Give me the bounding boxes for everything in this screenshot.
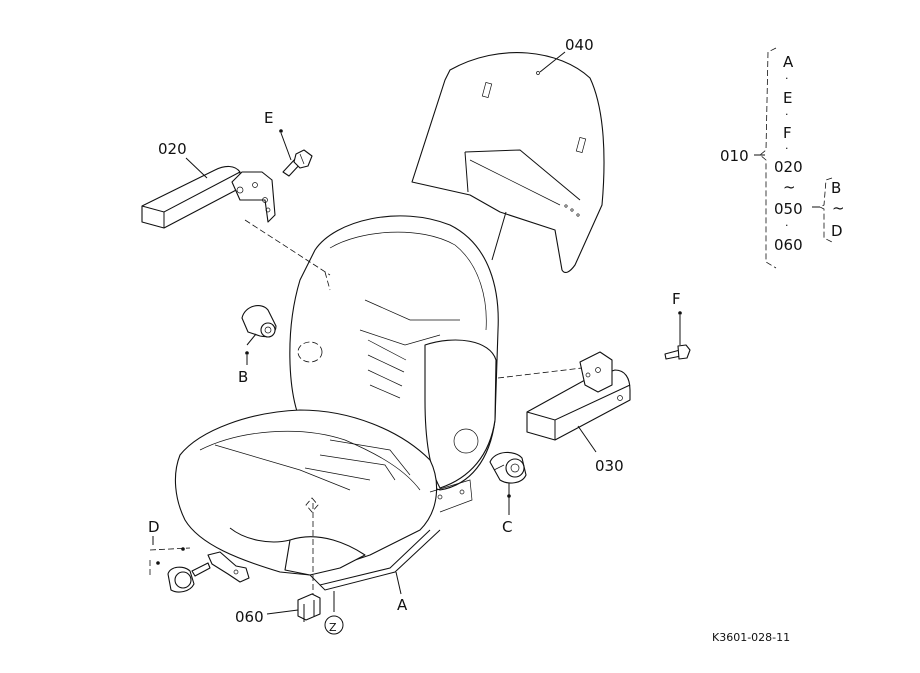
legend-item: A <box>783 53 794 71</box>
knob-c[interactable] <box>489 451 527 484</box>
label-b: B <box>238 368 248 386</box>
legend-item: · <box>785 219 789 232</box>
label-040: 040 <box>565 36 594 54</box>
label-030: 030 <box>595 457 624 475</box>
legend-item: F <box>783 124 792 142</box>
label-f: F <box>672 290 681 308</box>
legend-item: E <box>783 89 792 107</box>
right-armrest-030[interactable] <box>497 351 631 441</box>
legend-item: · <box>785 108 789 121</box>
legend-sub-item: D <box>831 222 843 240</box>
label-d: D <box>148 518 160 536</box>
leader-lines <box>152 51 820 635</box>
legend-item: · <box>785 72 789 85</box>
label-a: A <box>397 596 408 614</box>
lever-d[interactable] <box>149 547 250 593</box>
label-c: C <box>502 518 512 536</box>
legend-item: 060 <box>774 236 803 254</box>
legend-item: ~ <box>783 178 796 196</box>
label-e: E <box>264 109 273 127</box>
legend-item: · <box>785 142 789 155</box>
knob-b[interactable] <box>241 305 277 338</box>
label-z: Z <box>329 621 337 634</box>
legend-main: A · E · F · 020 ~ 050 · 060 <box>774 53 803 254</box>
legend-sub: B ~ D <box>831 179 845 240</box>
label-010: 010 <box>720 147 749 165</box>
legend-item: 020 <box>774 158 803 176</box>
clip-060[interactable] <box>297 503 321 622</box>
drawing-code: K3601-028-11 <box>712 631 790 644</box>
legend-sub-item: ~ <box>832 199 845 217</box>
label-020: 020 <box>158 140 187 158</box>
legend-sub-item: B <box>831 179 841 197</box>
label-060: 060 <box>235 608 264 626</box>
left-armrest-020[interactable] <box>141 165 331 276</box>
legend-item: 050 <box>774 200 803 218</box>
back-cover-040[interactable] <box>411 52 605 274</box>
bolt-e[interactable] <box>282 149 313 177</box>
bolt-f[interactable] <box>664 344 691 360</box>
seat-cushion[interactable] <box>174 409 473 591</box>
